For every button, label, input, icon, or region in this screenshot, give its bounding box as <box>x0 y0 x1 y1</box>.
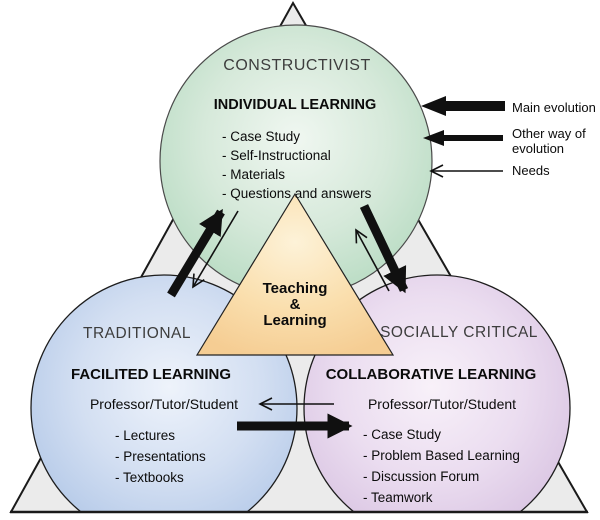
legend-label-needs: Needs <box>512 163 550 178</box>
traditional-list: - Lectures - Presentations - Textbooks <box>115 425 206 488</box>
teaching-learning-line: & <box>289 296 301 313</box>
arrow-socially-critical-to-constructivist-needs <box>355 228 390 292</box>
arrow-constructivist-to-socially-critical-main <box>359 204 409 294</box>
arrow-traditional-to-constructivist-main <box>167 208 225 298</box>
list-item: - Problem Based Learning <box>363 448 520 463</box>
traditional-subheading: Professor/Tutor/Student <box>89 396 239 412</box>
legend-other-way-arrow <box>423 130 503 146</box>
socially-critical-heading: COLLABORATIVE LEARNING <box>325 366 537 383</box>
list-item: - Self-Instructional <box>222 148 331 163</box>
legend-label-other-way: Other way of evolution <box>512 126 586 156</box>
list-item: - Materials <box>222 167 286 182</box>
socially-critical-list: - Case Study - Problem Based Learning - … <box>363 424 520 508</box>
arrow-constructivist-to-traditional-needs <box>192 210 239 289</box>
list-item: - Lectures <box>115 428 176 443</box>
constructivist-heading: INDIVIDUAL LEARNING <box>213 97 377 113</box>
teaching-learning-line: Teaching <box>262 280 328 297</box>
socially-critical-subheading: Professor/Tutor/Student <box>367 396 517 412</box>
list-item: - Case Study <box>363 427 442 442</box>
list-item: - Textbooks <box>115 470 184 485</box>
list-item: - Discussion Forum <box>363 469 480 484</box>
traditional-title: TRADITIONAL <box>83 325 191 342</box>
constructivist-title: CONSTRUCTIVIST <box>223 57 371 74</box>
teaching-learning-line: Learning <box>263 312 327 329</box>
teaching-learning-label: Teaching & Learning <box>235 281 355 329</box>
list-item: - Teamwork <box>363 490 433 505</box>
list-item: - Questions and answers <box>222 186 372 201</box>
list-item: - Presentations <box>115 449 206 464</box>
socially-critical-title: SOCIALLY CRITICAL <box>380 324 538 341</box>
legend-main-evolution-arrow <box>421 96 505 116</box>
traditional-heading: FACILITED LEARNING <box>71 366 231 383</box>
list-item: - Case Study <box>222 129 301 144</box>
legend-label-main-evolution: Main evolution <box>512 100 596 115</box>
teaching-learning-triangle <box>195 192 395 356</box>
constructivist-list: - Case Study - Self-Instructional - Mate… <box>222 127 371 203</box>
